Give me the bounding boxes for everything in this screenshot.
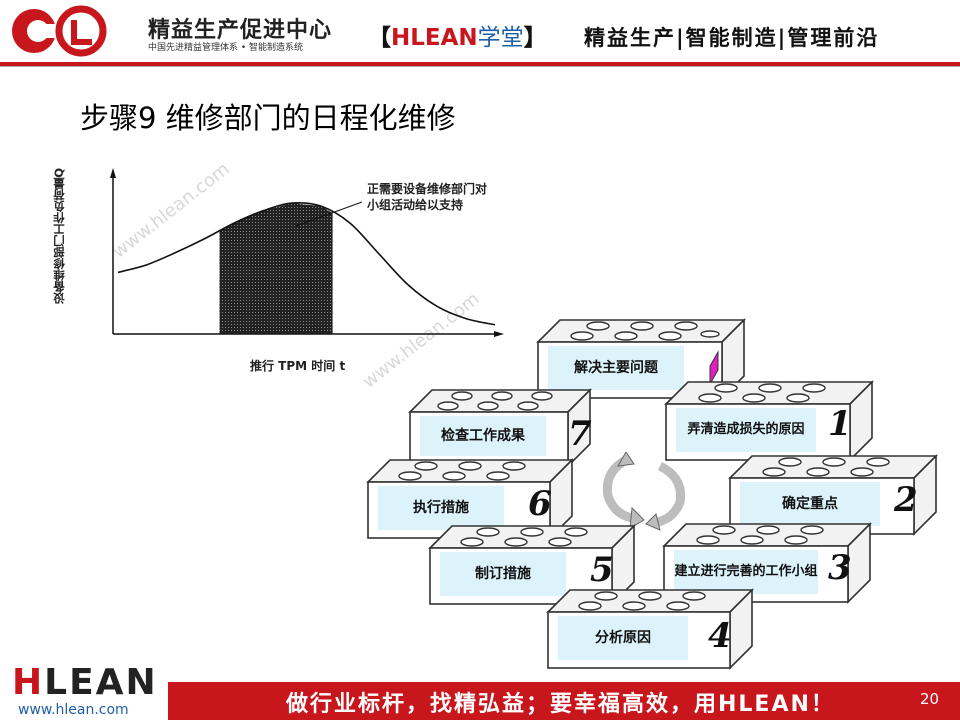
chart-annotation: 正需要设备维修部门对小组活动给以支持 [367, 181, 487, 213]
brick-step-number: 1 [828, 404, 852, 444]
brick-label: 解决主要问题 [548, 346, 684, 390]
x-axis-label: 推行 TPM 时间 t [250, 357, 345, 374]
brick-label: 确定重点 [740, 482, 880, 526]
y-axis-label: 设备维修部门工作负荷量Q [52, 168, 100, 304]
brick-step-number: 6 [528, 484, 552, 524]
footer-logo-rest: LEAN [44, 662, 158, 703]
header-divider-thin [0, 66, 960, 67]
brick-step-analyze: 分析原因 4 [548, 590, 752, 668]
academy-bracket-open: 【 [368, 25, 391, 51]
y-axis-arrow [110, 168, 116, 178]
brick-label: 建立进行完善的工作小组 [674, 550, 818, 594]
academy-label: 【HLEAN学堂】 [368, 18, 547, 52]
cycle-arrows-icon [596, 452, 696, 532]
academy-xuetang: 学堂 [478, 25, 524, 51]
page-number: 20 [920, 690, 939, 708]
brick-label: 分析原因 [558, 616, 688, 660]
brick-step-number: 7 [568, 414, 592, 454]
brand-subtitle: 中国先进精益管理体系 • 智能制造系统 [148, 40, 303, 53]
brick-step-number: 4 [708, 616, 732, 656]
footer-url[interactable]: www.hlean.com [18, 702, 129, 718]
header-tagline: 精益生产|智能制造|管理前沿 [584, 22, 879, 52]
brick-label: 弄清造成损失的原因 [676, 408, 816, 452]
header: 精益生产促进中心 中国先进精益管理体系 • 智能制造系统 【HLEAN学堂】 精… [0, 0, 960, 62]
footer-logo-h: H [12, 662, 44, 703]
x-axis-arrow [494, 331, 504, 337]
shaded-region [220, 203, 333, 334]
slide-title: 步骤9 维修部门的日程化维修 [80, 95, 456, 137]
company-logo-icon [6, 2, 146, 60]
brick-step-number: 5 [590, 550, 614, 590]
brick-step-focus: 确定重点 2 [730, 456, 936, 534]
brick-label: 执行措施 [378, 486, 504, 530]
brick-step-number: 3 [828, 548, 852, 588]
brick-step-number: 2 [894, 480, 918, 520]
brick-step-cause: 弄清造成损失的原因 1 [666, 382, 872, 460]
academy-hlean: HLEAN [391, 25, 478, 51]
footer-slogan: 做行业标杆，找精弘益；要幸福高效，用HLEAN！ [286, 686, 835, 718]
brick-label: 检查工作成果 [420, 416, 546, 456]
brick-step-check: 检查工作成果 7 [410, 390, 590, 466]
footer-logo: HLEAN [12, 662, 158, 703]
academy-bracket-close: 】 [524, 25, 547, 51]
